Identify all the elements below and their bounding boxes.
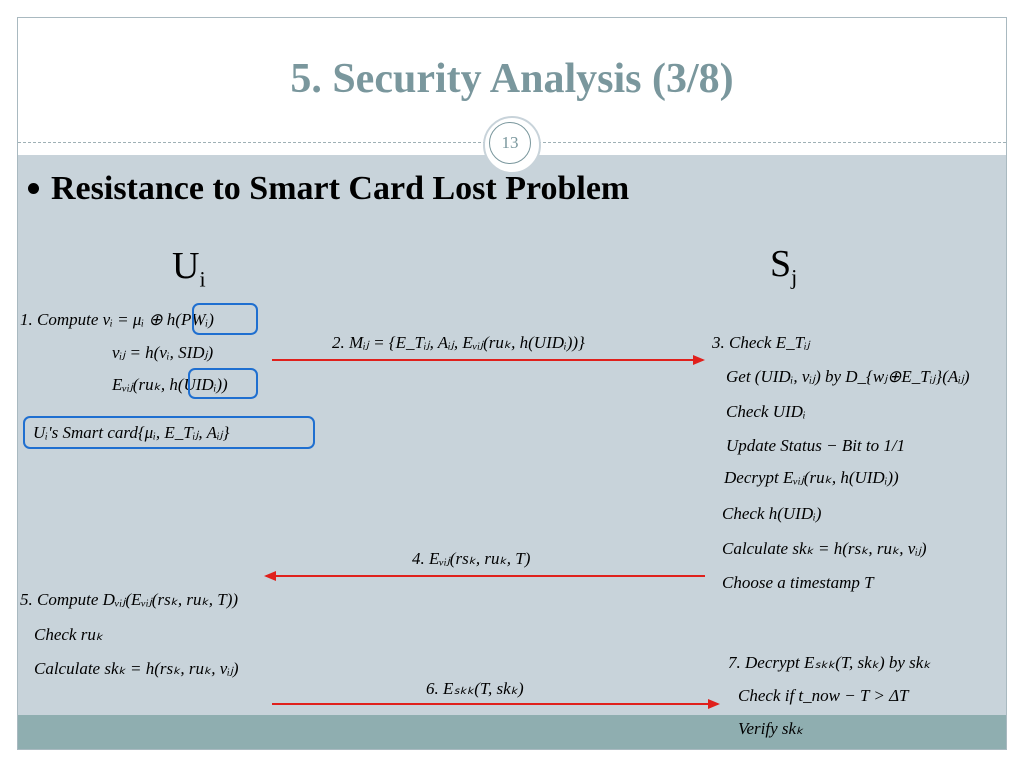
step3-line5: Decrypt Eᵥᵢⱼ(ruₖ, h(UIDᵢ)) — [724, 468, 899, 487]
step7-line3: Verify skₖ — [738, 719, 804, 738]
message-2: 2. Mᵢⱼ = {E_Tᵢⱼ, Aᵢⱼ, Eᵥᵢⱼ(ruₖ, h(UIDᵢ))… — [332, 333, 585, 352]
step5-line2: Check ruₖ — [34, 625, 104, 644]
step5-line3: Calculate skₖ = h(rsₖ, ruₖ, vᵢⱼ) — [34, 659, 239, 678]
party-user: Ui — [172, 244, 206, 293]
message-6: 6. Eₛₖₖ(T, skₖ) — [426, 679, 524, 698]
party-user-sub: i — [199, 266, 206, 292]
party-server: Sj — [770, 242, 797, 291]
step3-line1: 3. Check E_Tᵢⱼ — [712, 333, 810, 352]
slide-frame — [17, 17, 1007, 750]
page-number: 13 — [489, 122, 531, 164]
step1-line2: vᵢⱼ = h(vᵢ, SIDⱼ) — [112, 343, 214, 362]
smart-card-contents: Uᵢ's Smart card{μᵢ, E_Tᵢⱼ, Aᵢⱼ} — [33, 423, 230, 442]
party-user-label: U — [172, 245, 200, 287]
step3-line3: Check UIDᵢ — [726, 402, 806, 421]
step3-line8: Choose a timestamp T — [722, 573, 874, 592]
bullet-heading: Resistance to Smart Card Lost Problem — [28, 170, 629, 208]
step7-line2: Check if t_now − T > ΔT — [738, 686, 909, 705]
step3-line4: Update Status − Bit to 1/1 — [726, 436, 906, 455]
bullet-text: Resistance to Smart Card Lost Problem — [51, 170, 630, 207]
message-4: 4. Eᵥᵢⱼ(rsₖ, ruₖ, T) — [412, 549, 531, 568]
step7-line1: 7. Decrypt Eₛₖₖ(T, skₖ) by skₖ — [728, 653, 931, 672]
footer-bar — [18, 715, 1006, 749]
step3-line6: Check h(UIDᵢ) — [722, 504, 822, 523]
party-server-label: S — [770, 243, 792, 285]
slide-title: 5. Security Analysis (3/8) — [290, 56, 734, 102]
step3-line7: Calculate skₖ = h(rsₖ, ruₖ, vᵢⱼ) — [722, 539, 927, 558]
highlight-box-uid — [188, 368, 258, 399]
content-area — [18, 155, 1006, 715]
step5-line1: 5. Compute Dᵥᵢⱼ(Eᵥᵢⱼ(rsₖ, ruₖ, T)) — [20, 590, 239, 609]
bullet-icon — [28, 182, 39, 194]
step1-line1: 1. Compute vᵢ = μᵢ ⊕ h(PWᵢ) — [20, 310, 214, 329]
party-server-sub: j — [791, 264, 798, 290]
highlight-box-pw — [192, 303, 258, 335]
highlight-box-smart-card — [23, 416, 315, 449]
step3-line2: Get (UIDᵢ, vᵢⱼ) by D_{wⱼ⊕E_Tᵢⱼ}(Aᵢⱼ) — [726, 367, 970, 386]
step1-line3: Eᵥᵢⱼ(ruₖ, h(UIDᵢ)) — [112, 375, 228, 394]
